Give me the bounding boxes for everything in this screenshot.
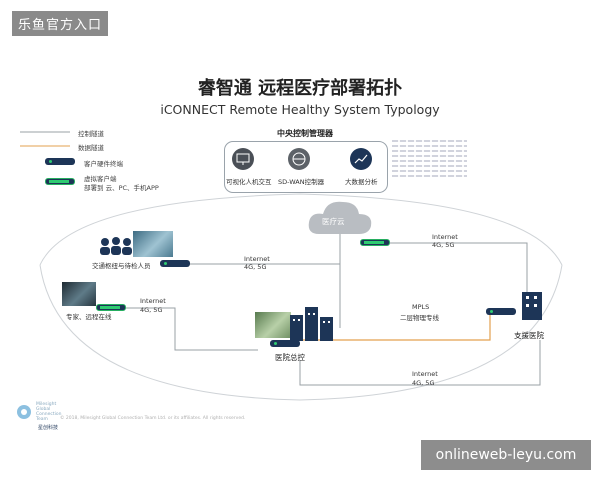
support-building-icon	[522, 292, 542, 320]
hq-hardware-terminal	[270, 340, 300, 347]
link-expert-1: Internet	[140, 297, 166, 305]
link-mpls-1: MPLS	[412, 303, 429, 311]
expert-label: 专家、远程在线	[66, 311, 112, 321]
link-transport-1: Internet	[244, 255, 270, 263]
legend-virtual-icon	[45, 178, 75, 185]
company-logo-cn: 星创科技	[38, 424, 58, 431]
monitor-icon	[232, 148, 254, 170]
link-cloud-support-2: 4G, 5G	[432, 241, 454, 249]
support-hardware-terminal	[486, 308, 516, 315]
link-expert-2: 4G, 5G	[140, 306, 162, 314]
cc-label-bigdata: 大数据分析	[345, 176, 378, 186]
watermark-bottom: onlineweb-leyu.com	[421, 440, 591, 470]
hq-label: 医院总控	[275, 352, 305, 363]
link-cloud-support-1: Internet	[432, 233, 458, 241]
chart-icon	[350, 148, 372, 170]
legend-virtual-client-2: 部署到 云、PC、手机APP	[84, 182, 159, 192]
copyright-text: © 2018, Milesight Global Connection Team…	[60, 416, 245, 421]
legend-control-tunnel: 控制隧道	[78, 128, 104, 138]
expert-photo	[62, 282, 96, 306]
hq-photo	[255, 312, 291, 338]
legend-hardware-icon	[45, 158, 75, 165]
cc-label-sdwan: SD-WAN控制器	[278, 176, 324, 186]
central-control-title: 中央控制管理器	[224, 128, 386, 139]
support-label: 支援医院	[514, 330, 544, 341]
transport-label: 交通枢纽与待检人员	[92, 260, 151, 270]
link-bottom-2: 4G, 5G	[412, 379, 434, 387]
legend-data-tunnel: 数据隧道	[78, 142, 104, 152]
dashboard-thumbnail	[392, 137, 467, 177]
cloud-virtual-client	[360, 239, 390, 246]
link-bottom-1: Internet	[412, 370, 438, 378]
cloud-label: 医疗云	[322, 216, 345, 227]
link-expert-hq	[125, 308, 258, 350]
cc-label-visual: 可视化人机交互	[226, 176, 272, 186]
people-icon	[98, 236, 134, 256]
transport-photo	[133, 231, 173, 257]
transport-hardware-terminal	[160, 260, 190, 267]
link-mpls-2: 二层物理专线	[400, 312, 439, 322]
legend-hardware-terminal: 客户硬件终端	[84, 158, 123, 168]
link-transport-2: 4G, 5G	[244, 263, 266, 271]
hq-building-icon	[290, 305, 335, 341]
company-logo-icon	[16, 404, 32, 420]
company-logo-text: Milesight Global Connection Team	[36, 402, 61, 422]
globe-icon	[288, 148, 310, 170]
link-cloud-support	[390, 243, 527, 298]
expert-virtual-client	[96, 304, 126, 311]
logo-line-4: Team	[36, 417, 61, 422]
